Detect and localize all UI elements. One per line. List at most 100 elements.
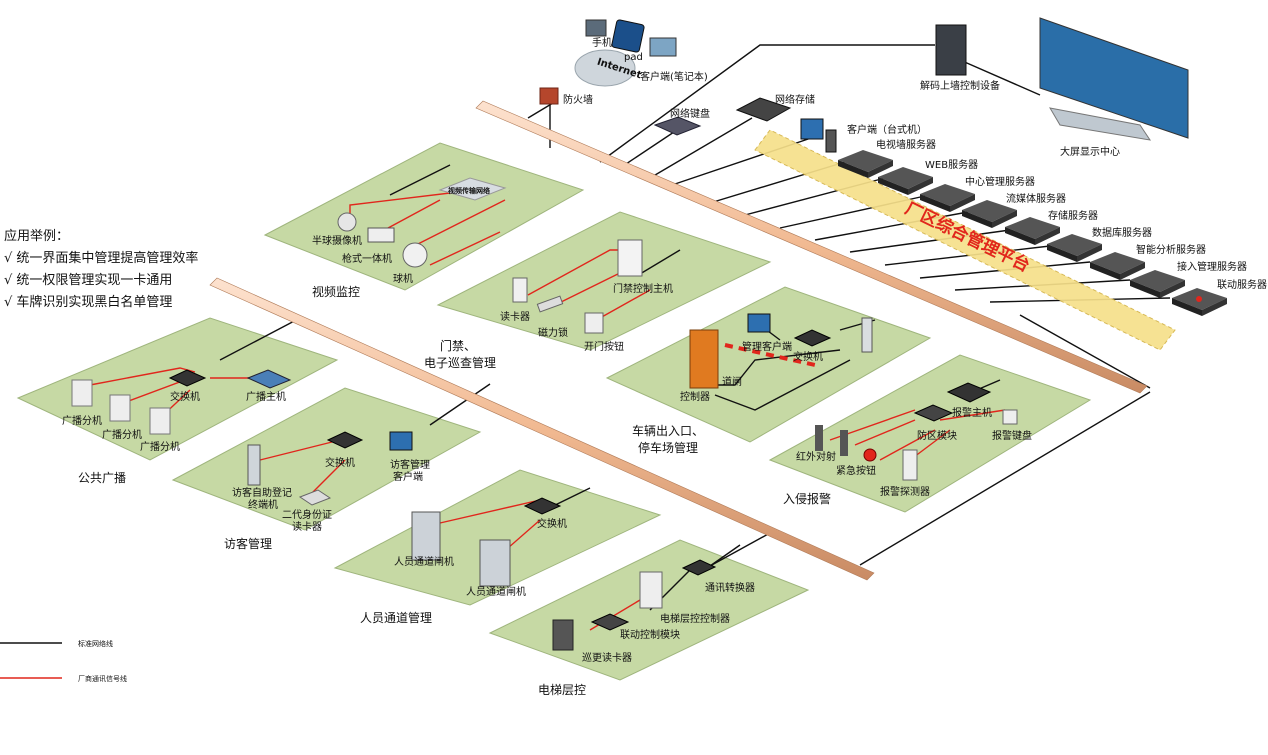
desktop-tower-icon (825, 129, 837, 153)
door-lock-label: 磁力锁 (538, 326, 568, 339)
broadcast-title: 公共广播 (78, 471, 126, 485)
visitor-switch-icon (326, 431, 364, 449)
ir-beam-icon-2 (840, 430, 848, 456)
door-button-label: 开门按钮 (584, 340, 624, 353)
broadcast-switch-label: 交换机 (170, 390, 200, 403)
video-title: 视频监控 (312, 284, 360, 299)
broadcast-ext-icon-2 (109, 394, 131, 422)
patrol-reader-icon (552, 619, 574, 651)
app-example-item-2: √ 统一权限管理实现一卡通用 (4, 273, 173, 288)
broadcast-switch-icon (168, 369, 207, 387)
storage-label: 网络存储 (775, 93, 815, 106)
broadcast-s1-label: 广播分机 (62, 414, 102, 427)
desktop-icon (800, 118, 824, 140)
elevator-controller-label: 电梯层控控制器 (660, 612, 730, 625)
keyboard-icon (653, 116, 702, 136)
alarm-ir-label: 红外对射 (796, 450, 836, 463)
parking-controller-icon (689, 329, 719, 389)
parking-kiosk-icon (861, 317, 873, 353)
laptop-label: 客户端(笔记本) (640, 70, 708, 83)
visitor-kiosk-icon (247, 444, 261, 486)
parking-title-2: 停车场管理 (638, 440, 698, 455)
server-label-1: WEB服务器 (925, 158, 978, 171)
elevator-reader-label: 巡更读卡器 (582, 651, 632, 664)
laptop-icon (649, 37, 677, 57)
server-label-2: 中心管理服务器 (965, 175, 1035, 188)
person-gate-label-2: 人员通道闸机 (466, 585, 526, 598)
parking-title-1: 车辆出入口、 (632, 423, 704, 438)
door-controller-icon (617, 239, 643, 277)
bigscreen-label: 大屏显示中心 (1060, 145, 1120, 158)
visitor-client-label-2: 客户端 (393, 470, 423, 483)
parking-gate-label: 道闸 (722, 375, 742, 388)
alarm-detector-icon (902, 449, 918, 481)
visitor-client-icon (389, 431, 413, 451)
person-switch-label: 交换机 (537, 517, 567, 530)
server-label-3: 流媒体服务器 (1006, 192, 1066, 205)
barrier-icon (724, 343, 816, 367)
pad-icon (611, 19, 645, 53)
door-reader-label: 读卡器 (500, 310, 530, 323)
zone-person (333, 469, 662, 606)
door-title-1: 门禁、 (440, 338, 476, 353)
visitor-id-label-1: 二代身份证 (282, 508, 332, 521)
person-switch-icon (523, 497, 562, 515)
broadcast-s2-label: 广播分机 (102, 428, 142, 441)
server-label-7: 接入管理服务器 (1177, 260, 1247, 273)
legend-private: 厂商通讯信号线 (78, 674, 127, 683)
decoder-icon (935, 24, 967, 76)
console-desk-icon (1049, 107, 1152, 141)
app-examples-title: 应用举例： (4, 229, 70, 244)
top-devices (539, 17, 1189, 153)
dome-label: 半球摄像机 (312, 234, 362, 247)
zone-video (263, 142, 585, 291)
phone-label: 手机 (592, 36, 612, 49)
elevator-title: 电梯层控 (538, 683, 586, 697)
id-reader-icon (298, 489, 332, 506)
visitor-switch-label: 交换机 (325, 456, 355, 469)
parking-switch-icon (793, 329, 832, 347)
app-example-item-3: √ 车牌识别实现黑白名单管理 (4, 295, 173, 310)
alarm-module-label: 防区模块 (917, 429, 957, 442)
alarm-emergency-label: 紧急按钮 (836, 464, 876, 477)
parking-client-label: 管理客户端 (742, 340, 792, 353)
pipes (209, 100, 1148, 581)
server-label-6: 智能分析服务器 (1136, 243, 1206, 256)
pipe-lower (209, 277, 875, 581)
dome-camera-icon (337, 212, 357, 232)
alarm-host-label: 报警主机 (952, 406, 992, 419)
firewall-label: 防火墙 (563, 93, 593, 106)
server-label-0: 电视墙服务器 (876, 138, 936, 151)
elevator-controller-icon (639, 571, 663, 609)
alarm-host-icon (946, 382, 992, 403)
door-title-2: 电子巡查管理 (424, 355, 496, 370)
gun-camera-icon (367, 227, 395, 243)
desktop-label: 客户端（台式机） (847, 123, 927, 136)
server-label-8: 联动服务器 (1217, 278, 1267, 291)
exit-button-icon (584, 312, 604, 334)
zone-broadcast (16, 317, 339, 461)
cloud-transport-icon (438, 177, 507, 201)
pipe-upper (475, 100, 1148, 394)
ir-beam-icon (815, 425, 823, 451)
keyboard-label: 网络键盘 (670, 107, 710, 120)
legend-standard: 标准网络线 (78, 639, 113, 648)
visitor-title: 访客管理 (224, 536, 272, 551)
broadcast-host-label: 广播主机 (246, 390, 286, 403)
alarm-keyboard-label: 报警键盘 (992, 429, 1032, 442)
alarm-detector-label: 报警探测器 (880, 485, 930, 498)
elevator-module-label: 联动控制模块 (620, 628, 680, 641)
zone-parking (605, 286, 932, 443)
firewall-icon (539, 87, 559, 105)
internet-cloud-icon (574, 49, 636, 87)
person-gate-icon-2 (479, 539, 511, 587)
parking-switch-label: 交换机 (793, 350, 823, 363)
visitor-client-label-1: 访客管理 (390, 458, 430, 471)
servers (838, 150, 1227, 316)
converter-icon (681, 559, 717, 576)
server-label-5: 数据库服务器 (1092, 226, 1152, 239)
person-title: 人员通道管理 (360, 610, 432, 625)
pad-label: pad (624, 52, 643, 63)
visitor-kiosk-label-2: 终端机 (248, 498, 278, 511)
